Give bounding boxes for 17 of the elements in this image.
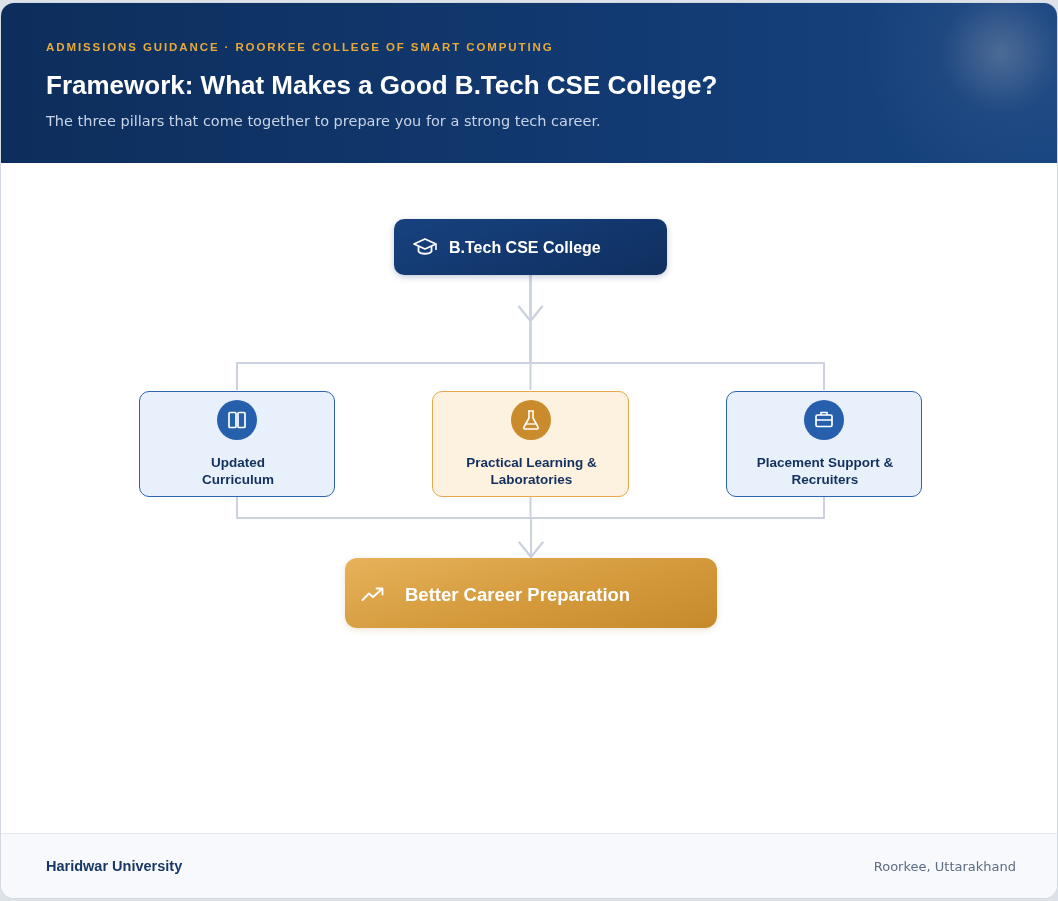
connector-arrow: [517, 274, 825, 391]
eyebrow-text: ADMISSIONS GUIDANCE · ROORKEE COLLEGE OF SMART COMPUTING: [46, 41, 554, 53]
institution-name: Haridwar University: [46, 858, 183, 874]
node-label: Placement Support & Recruiters: [755, 454, 895, 489]
node-label: B.Tech CSE College: [449, 238, 602, 258]
node-label: Better Career Preparation: [405, 583, 632, 607]
node-label: Practical Learning & Laboratories: [465, 454, 598, 489]
pillar-box: [432, 391, 629, 497]
connector-arrow: [518, 496, 825, 558]
subtitle-text: The three pillars that come together to prepare you for a strong tech career.: [46, 113, 601, 129]
location-text: Roorkee, Uttarakhand: [873, 859, 1016, 874]
pillar-box: [139, 391, 335, 497]
node-label: Updated Curriculum: [201, 454, 275, 489]
root-box: [394, 219, 667, 275]
outcome-box: [345, 558, 717, 628]
diagram-title: Framework: What Makes a Good B.Tech CSE College?: [46, 70, 718, 101]
pillar-box: [726, 391, 922, 497]
